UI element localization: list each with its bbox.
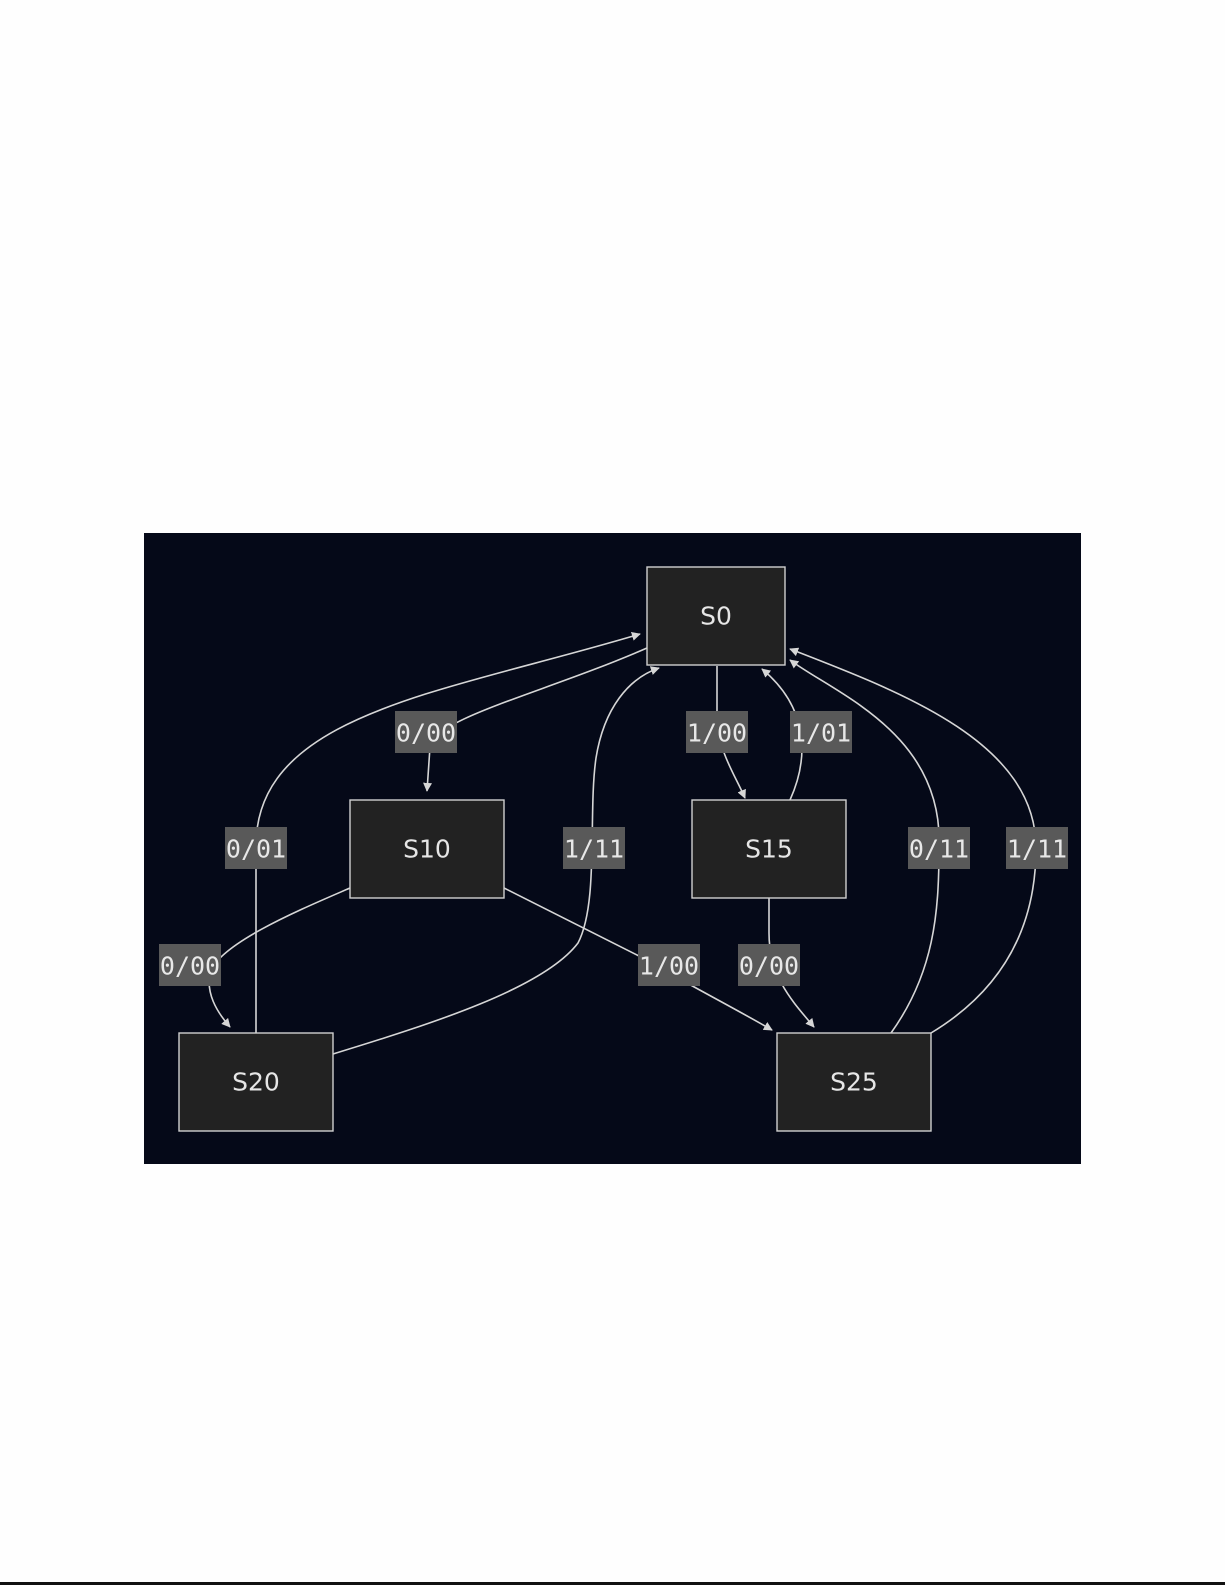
edge-label-e4: 1/00 (638, 944, 700, 986)
state-node-s20: S20 (179, 1033, 333, 1131)
state-node-label: S15 (745, 835, 793, 864)
state-node-s10: S10 (350, 800, 504, 898)
state-diagram-panel: 0/00 1/00 0/00 1/00 0/00 1/01 0/01 1/11 0/11 1/11… (144, 533, 1081, 1164)
edge-label-text: 0/00 (160, 952, 220, 981)
edge-label-e10: 1/11 (1006, 827, 1068, 869)
edge-label-e6: 1/01 (790, 711, 852, 753)
state-node-label: S20 (232, 1068, 280, 1097)
edge-label-text: 0/01 (226, 835, 286, 864)
edge-label-text: 1/00 (639, 952, 699, 981)
edge-label-e7: 0/01 (225, 827, 287, 869)
state-diagram: 0/00 1/00 0/00 1/00 0/00 1/01 0/01 1/11 0/11 1/11… (144, 533, 1081, 1164)
edge-label-text: 1/00 (687, 719, 747, 748)
state-node-s15: S15 (692, 800, 846, 898)
state-node-label: S10 (403, 835, 451, 864)
state-node-s0: S0 (647, 567, 785, 665)
edge-label-text: 0/00 (396, 719, 456, 748)
edge-label-e8: 1/11 (563, 827, 625, 869)
edge-label-e5: 0/00 (738, 944, 800, 986)
edge-label-e9: 0/11 (908, 827, 970, 869)
edge-label-e3: 0/00 (159, 944, 221, 986)
state-node-s25: S25 (777, 1033, 931, 1131)
edge-label-text: 1/01 (791, 719, 851, 748)
edge-label-text: 0/11 (909, 835, 969, 864)
edge-label-e2: 1/00 (686, 711, 748, 753)
edge-s10-to-s20 (209, 888, 350, 1027)
edge-label-e1: 0/00 (395, 711, 457, 753)
edge-label-text: 1/11 (564, 835, 624, 864)
state-node-label: S0 (700, 602, 732, 631)
edge-label-text: 1/11 (1007, 835, 1067, 864)
edge-label-text: 0/00 (739, 952, 799, 981)
edge-s0-to-s10 (427, 648, 647, 791)
state-node-label: S25 (830, 1068, 878, 1097)
